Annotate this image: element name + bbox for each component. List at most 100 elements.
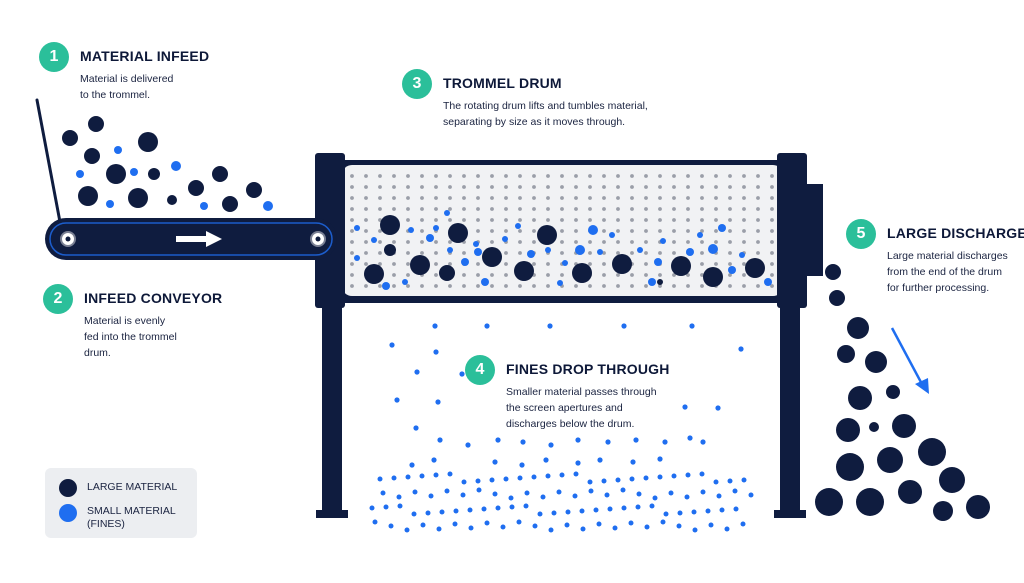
aperture	[616, 284, 620, 288]
aperture	[462, 207, 466, 211]
aperture	[490, 174, 494, 178]
small-material	[474, 248, 482, 256]
aperture	[518, 196, 522, 200]
small-material	[691, 509, 697, 515]
step-title: FINES DROP THROUGH	[506, 361, 670, 377]
small-material	[652, 495, 658, 501]
aperture	[602, 240, 606, 244]
small-material	[548, 442, 554, 448]
aperture	[350, 251, 354, 255]
large-material	[222, 196, 238, 212]
aperture	[574, 196, 578, 200]
aperture	[770, 240, 774, 244]
small-material	[660, 519, 666, 525]
small-material	[447, 247, 453, 253]
small-material	[532, 523, 538, 529]
small-material	[575, 245, 585, 255]
small-material	[718, 224, 726, 232]
small-material	[738, 346, 744, 352]
aperture	[504, 284, 508, 288]
aperture	[742, 229, 746, 233]
legend: LARGE MATERIAL SMALL MATERIAL (FINES)	[45, 468, 197, 538]
small-material	[689, 323, 695, 329]
aperture	[588, 196, 592, 200]
aperture	[742, 262, 746, 266]
small-material	[648, 278, 656, 286]
aperture	[686, 240, 690, 244]
aperture	[756, 196, 760, 200]
large-material	[138, 132, 158, 152]
legend-label: SMALL MATERIAL (FINES)	[87, 505, 176, 530]
small-material	[409, 462, 415, 468]
aperture	[644, 240, 648, 244]
large-material	[84, 148, 100, 164]
small-material	[76, 170, 84, 178]
small-material	[677, 510, 683, 516]
small-material	[540, 494, 546, 500]
step-title: TROMMEL DRUM	[443, 75, 562, 91]
small-material	[413, 425, 419, 431]
small-material	[369, 505, 375, 511]
aperture	[462, 196, 466, 200]
small-material	[531, 474, 537, 480]
aperture	[658, 174, 662, 178]
small-material	[475, 478, 481, 484]
aperture	[532, 284, 536, 288]
small-material	[412, 489, 418, 495]
aperture	[686, 174, 690, 178]
small-material	[473, 241, 479, 247]
small-material	[741, 477, 747, 483]
small-material	[465, 442, 471, 448]
large-material	[380, 215, 400, 235]
small-material	[687, 435, 693, 441]
aperture	[602, 229, 606, 233]
small-material	[447, 471, 453, 477]
small-material	[559, 472, 565, 478]
small-material	[708, 244, 718, 254]
aperture	[406, 185, 410, 189]
aperture	[448, 240, 452, 244]
aperture	[406, 174, 410, 178]
arrow-right-icon	[176, 231, 222, 247]
aperture	[714, 218, 718, 222]
large-material	[886, 385, 900, 399]
aperture	[672, 284, 676, 288]
aperture	[574, 284, 578, 288]
aperture	[406, 273, 410, 277]
small-material-swatch	[59, 504, 77, 522]
aperture	[700, 185, 704, 189]
small-material	[732, 488, 738, 494]
aperture	[574, 185, 578, 189]
step-number: 3	[402, 69, 432, 99]
small-material	[609, 232, 615, 238]
aperture	[420, 185, 424, 189]
aperture	[616, 196, 620, 200]
aperture	[546, 218, 550, 222]
aperture	[504, 174, 508, 178]
large-material	[671, 256, 691, 276]
aperture	[378, 207, 382, 211]
aperture	[742, 196, 746, 200]
aperture	[616, 174, 620, 178]
small-material	[588, 488, 594, 494]
aperture	[728, 284, 732, 288]
aperture	[364, 196, 368, 200]
aperture	[462, 218, 466, 222]
aperture	[560, 273, 564, 277]
aperture	[406, 207, 410, 211]
small-material	[411, 511, 417, 517]
aperture	[742, 284, 746, 288]
small-material	[671, 473, 677, 479]
small-material	[106, 200, 114, 208]
drum-drive	[805, 184, 823, 276]
aperture	[462, 185, 466, 189]
large-material	[848, 386, 872, 410]
large-material	[537, 225, 557, 245]
aperture	[420, 174, 424, 178]
small-material	[428, 493, 434, 499]
small-material	[620, 487, 626, 493]
aperture	[728, 240, 732, 244]
